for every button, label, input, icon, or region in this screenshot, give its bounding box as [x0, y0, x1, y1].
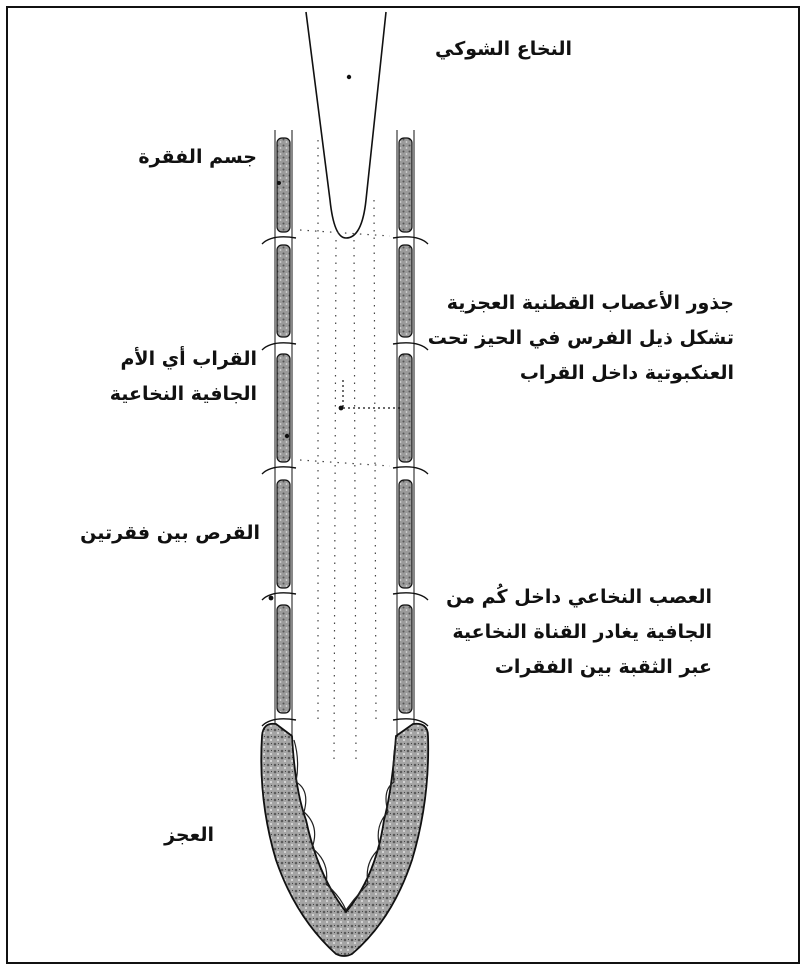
leader-dot-nerve	[339, 406, 344, 411]
label-intervertebral-disc: القرص بين فقرتين	[80, 516, 260, 551]
leader-dot-disc	[269, 596, 274, 601]
label-spinal-nerve: العصب النخاعي داخل كُم من الجافية يغادر …	[446, 580, 712, 685]
label-sacrum: العجز	[164, 818, 214, 853]
leader-dot-vertebra	[277, 181, 281, 185]
dural-sac-walls	[275, 130, 414, 735]
label-vertebral-body: جسم الفقرة	[138, 140, 257, 175]
spinal-nerve-leader	[343, 380, 400, 408]
cauda-equina-roots	[300, 140, 390, 760]
leader-dot-dura	[285, 434, 289, 438]
right-vertebral-column	[399, 138, 412, 713]
left-vertebral-column	[277, 138, 290, 713]
spinal-cord-dot	[347, 75, 351, 79]
label-cauda-equina: جذور الأعصاب القطنية العجزية تشكل ذيل ال…	[428, 286, 734, 391]
label-spinal-cord: النخاع الشوكي	[435, 32, 572, 67]
spinal-cord-outline	[306, 12, 386, 238]
label-dural-sheath: القراب أي الأم الجافية النخاعية	[110, 342, 257, 412]
sacrum-shape	[261, 724, 428, 956]
